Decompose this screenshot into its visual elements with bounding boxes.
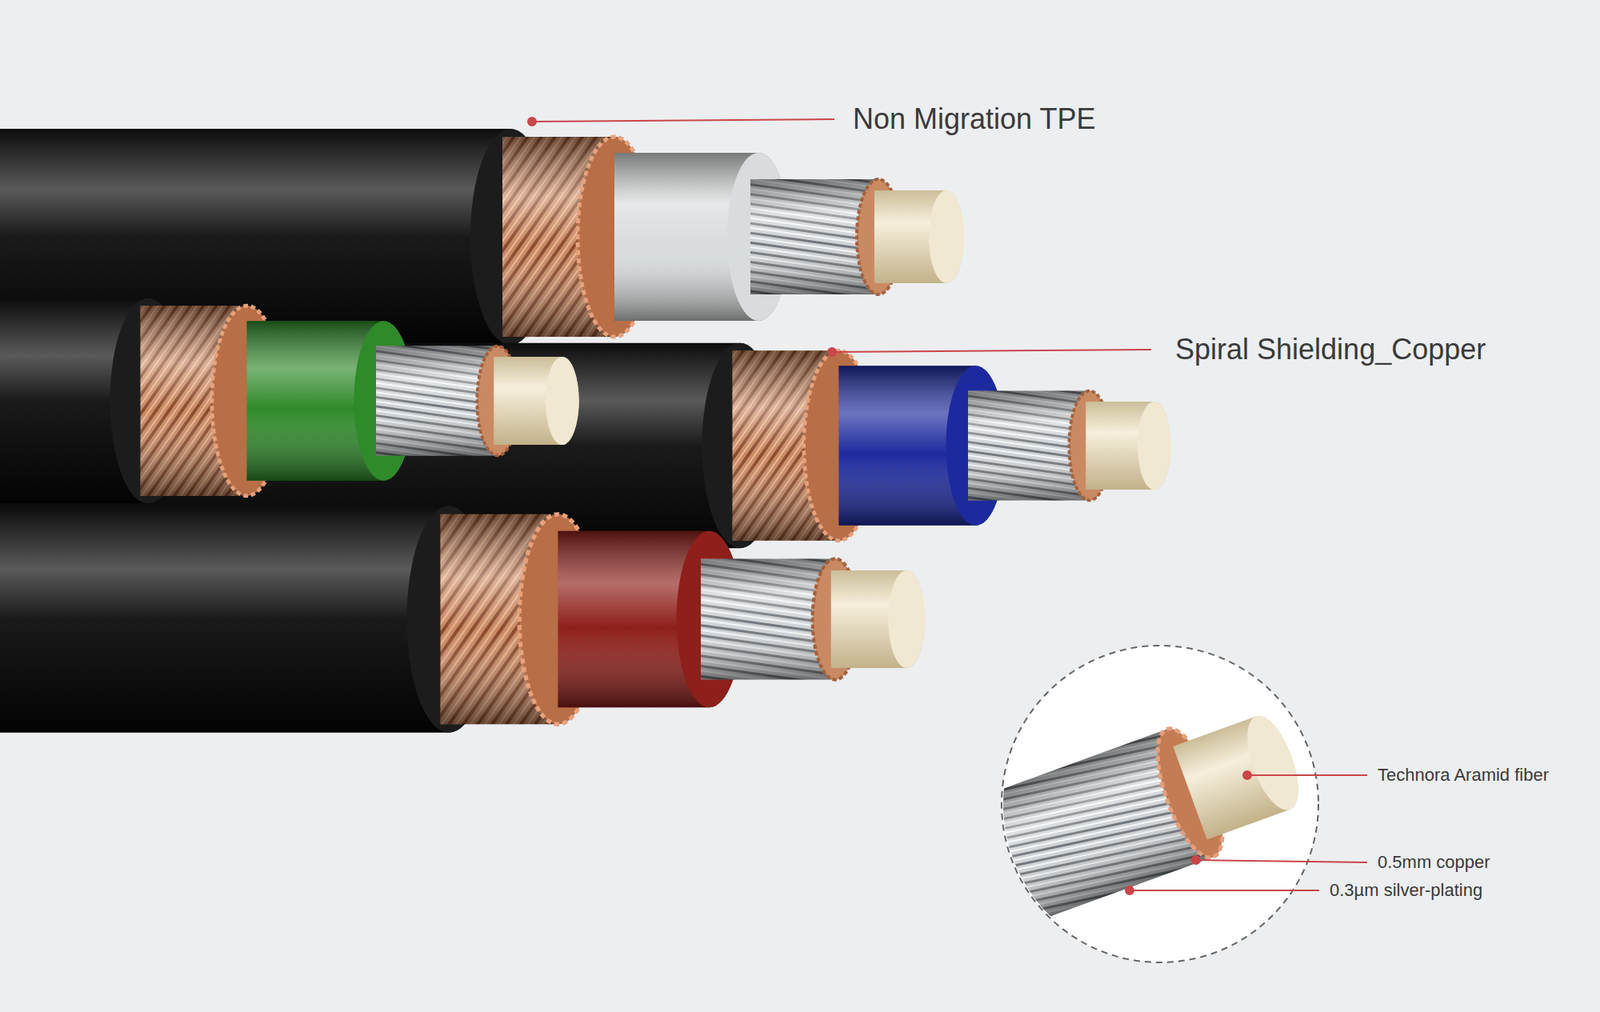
part-label: Technora Aramid fiber	[1377, 764, 1549, 786]
part-label: Non Migration TPE	[852, 101, 1096, 136]
part-label: 0.5mm copper	[1377, 852, 1491, 873]
part-label: 0.3µm silver-plating	[1329, 880, 1483, 901]
part-label: Spiral Shielding_Copper	[1175, 332, 1486, 367]
